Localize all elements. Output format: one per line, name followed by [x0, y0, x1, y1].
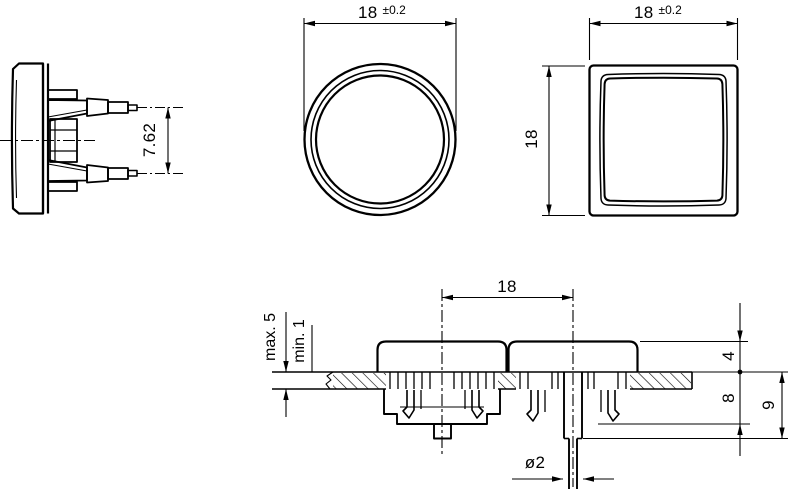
square-width-dimension-label: 18 ±0.2 [634, 3, 682, 23]
total-depth-dimension-label: 9 [759, 400, 778, 410]
square-height-dimension-label: 18 [522, 129, 541, 149]
mounting-section-view [272, 289, 788, 489]
body-depth-dimension-label: 8 [719, 393, 738, 403]
round-width-dimension-label: 18 ±0.2 [358, 3, 406, 23]
square-width-value: 18 [634, 3, 654, 22]
round-width-tolerance: ±0.2 [382, 3, 406, 17]
panel-thickness-max-label: max. 5 [262, 312, 279, 362]
panel-thickness-min-label: min. 1 [291, 319, 308, 363]
pin-spacing-dimension-label: 7.62 [140, 122, 159, 158]
front-view-round [303, 18, 457, 217]
button-pitch-dimension-label: 18 [497, 277, 517, 296]
square-width-tolerance: ±0.2 [658, 3, 682, 17]
side-view [0, 62, 184, 215]
pin-diameter-dimension-label: ø2 [524, 453, 546, 472]
round-width-value: 18 [358, 3, 378, 22]
cap-height-dimension-label: 4 [719, 351, 738, 361]
front-view-square [542, 18, 739, 217]
